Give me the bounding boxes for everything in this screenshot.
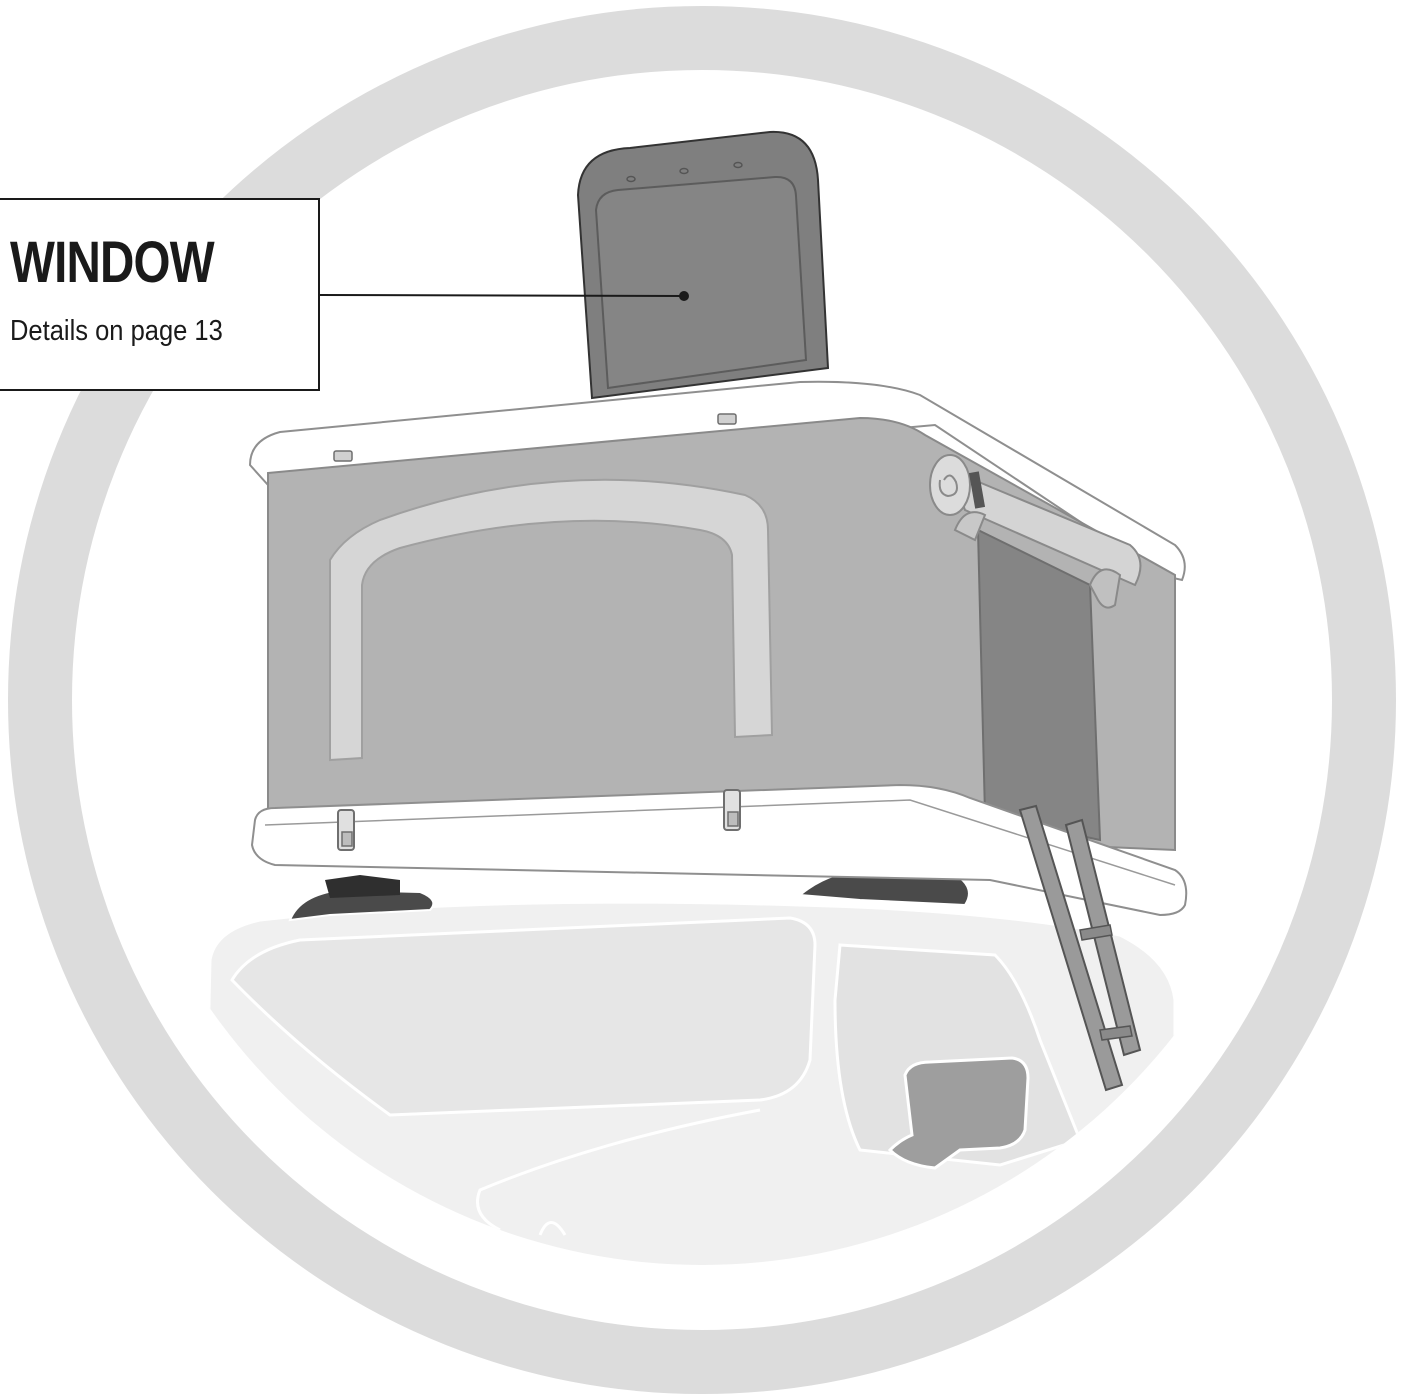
callout-subtitle: Details on page 13: [10, 317, 223, 346]
window-callout-box: WINDOW Details on page 13: [0, 198, 320, 391]
callout-title: WINDOW: [10, 234, 214, 292]
hinge-left: [334, 451, 352, 461]
car-roof-icon: [200, 870, 1175, 1397]
window-panel-icon: [578, 132, 828, 398]
latch-front-right: [724, 790, 740, 830]
callout-leader-line: [320, 295, 684, 296]
callout-leader-dot: [679, 291, 689, 301]
latch-front-left: [338, 810, 354, 850]
hinge-right: [718, 414, 736, 424]
